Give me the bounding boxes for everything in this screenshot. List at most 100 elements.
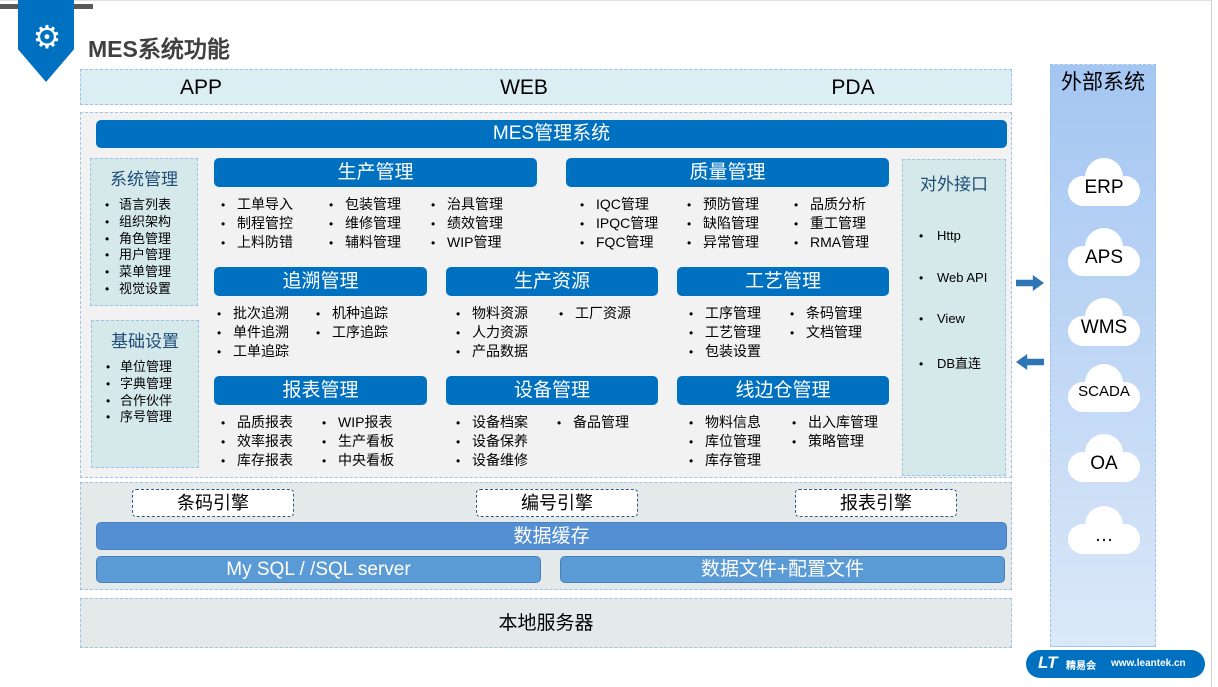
module-column: 品质分析重工管理RMA管理 — [794, 195, 869, 252]
module-item: 条码管理 — [790, 304, 862, 323]
gear-icon: ⚙ — [32, 19, 62, 55]
external-system-label: WMS — [1080, 317, 1128, 338]
module-item: 维修管理 — [329, 214, 401, 233]
external-system-cloud: ERP — [1063, 155, 1145, 215]
module-column: 品质报表效率报表库存报表 — [221, 413, 293, 470]
module-item: 包装设置 — [689, 342, 761, 361]
side-box-system: 系统管理 语言列表组织架构角色管理用户管理菜单管理视觉设置 — [90, 158, 198, 306]
module-2: 追溯管理批次追溯单件追溯工单追踪机种追踪工序追踪 — [214, 267, 427, 367]
module-item: 效率报表 — [221, 432, 293, 451]
module-column: 预防管理缺陷管理异常管理 — [687, 195, 759, 252]
module-header: 生产管理 — [214, 158, 537, 187]
module-item: 生产看板 — [322, 432, 394, 451]
module-column: 工厂资源 — [559, 304, 631, 323]
module-item: 上料防错 — [221, 233, 293, 252]
module-item: 工单导入 — [221, 195, 293, 214]
module-item: 批次追溯 — [217, 304, 289, 323]
mes-system-bar: MES管理系统 — [96, 120, 1007, 148]
module-header: 质量管理 — [566, 158, 889, 187]
module-item: 品质分析 — [794, 195, 869, 214]
external-system-label: SCADA — [1078, 383, 1130, 400]
module-item: 库位管理 — [689, 432, 761, 451]
module-item: 工序管理 — [689, 304, 761, 323]
list-item: 序号管理 — [106, 409, 198, 426]
module-column: 包装管理维修管理辅料管理 — [329, 195, 401, 252]
module-header: 报表管理 — [214, 376, 427, 405]
module-column: IQC管理IPQC管理FQC管理 — [580, 195, 658, 252]
cloud-icon — [1068, 158, 1140, 206]
side-box-list: 单位管理字典管理合作伙伴序号管理 — [92, 359, 198, 426]
external-system-cloud: APS — [1063, 225, 1145, 285]
external-system-label: APS — [1084, 247, 1124, 268]
module-item: 产品数据 — [456, 342, 528, 361]
list-item: 单位管理 — [106, 359, 198, 376]
module-4: 工艺管理工序管理工艺管理包装设置条码管理文档管理 — [677, 267, 889, 367]
local-server-bar: 本地服务器 — [80, 598, 1012, 648]
module-column: 机种追踪工序追踪 — [316, 304, 388, 342]
module-item: 绩效管理 — [431, 214, 503, 233]
module-header: 工艺管理 — [677, 267, 889, 296]
module-item: 库存管理 — [689, 451, 761, 470]
external-system-label: ERP — [1084, 177, 1124, 198]
module-item: 人力资源 — [456, 323, 528, 342]
module-column: 工单导入制程管控上料防错 — [221, 195, 293, 252]
module-item: 重工管理 — [794, 214, 869, 233]
module-item: 物料信息 — [689, 413, 761, 432]
module-column: 治具管理绩效管理WIP管理 — [431, 195, 503, 252]
cloud-icon — [1068, 434, 1140, 482]
side-box-title: 系统管理 — [110, 170, 178, 189]
module-item: 品质报表 — [221, 413, 293, 432]
list-item: View — [919, 311, 1005, 353]
side-box-list: 语言列表组织架构角色管理用户管理菜单管理视觉设置 — [91, 197, 197, 298]
data-files-bar: 数据文件+配置文件 — [560, 556, 1005, 583]
module-item: 包装管理 — [329, 195, 401, 214]
list-item: DB直连 — [919, 353, 1005, 395]
interface-list: HttpWeb APIViewDB直连 — [903, 228, 1005, 394]
module-item: 文档管理 — [790, 323, 862, 342]
module-header: 生产资源 — [446, 267, 658, 296]
cloud-icon — [1068, 364, 1140, 412]
module-item: 设备保养 — [456, 432, 528, 451]
cloud-icon — [1068, 506, 1140, 554]
external-interface-box: 对外接口 HttpWeb APIViewDB直连 — [902, 159, 1006, 476]
module-item: 制程管控 — [221, 214, 293, 233]
cloud-icon — [1068, 298, 1140, 346]
client-layer: APP WEB PDA — [80, 69, 1012, 105]
module-column: WIP报表生产看板中央看板 — [322, 413, 394, 470]
list-item: 菜单管理 — [105, 264, 197, 281]
module-item: 工单追踪 — [217, 342, 289, 361]
external-system-label: … — [1094, 525, 1114, 546]
module-item: 设备档案 — [456, 413, 528, 432]
module-item: 备品管理 — [557, 413, 629, 432]
module-header: 追溯管理 — [214, 267, 427, 296]
module-item: 缺陷管理 — [687, 214, 759, 233]
side-box-title: 基础设置 — [111, 332, 179, 351]
client-web: WEB — [500, 76, 548, 99]
module-item: RMA管理 — [794, 233, 869, 252]
module-column: 工序管理工艺管理包装设置 — [689, 304, 761, 361]
module-column: 条码管理文档管理 — [790, 304, 862, 342]
list-item: 组织架构 — [105, 214, 197, 231]
logo-name: 精易会 — [1066, 661, 1096, 672]
module-item: 物料资源 — [456, 304, 528, 323]
client-pda: PDA — [831, 76, 875, 99]
module-item: 设备维修 — [456, 451, 528, 470]
page-title: MES系统功能 — [88, 36, 230, 62]
list-item: 视觉设置 — [105, 281, 197, 298]
report-engine: 报表引擎 — [795, 489, 957, 517]
list-item: 角色管理 — [105, 231, 197, 248]
module-6: 设备管理设备档案设备保养设备维修备品管理 — [446, 376, 658, 476]
logo-mark: LT — [1038, 653, 1058, 672]
module-header: 线边仓管理 — [677, 376, 889, 405]
list-item: 字典管理 — [106, 376, 198, 393]
list-item: 用户管理 — [105, 247, 197, 264]
module-item: 辅料管理 — [329, 233, 401, 252]
list-item: 合作伙伴 — [106, 393, 198, 410]
list-item: Web API — [919, 270, 1005, 312]
external-title: 外部系统 — [1061, 71, 1145, 94]
external-system-cloud: … — [1063, 503, 1145, 563]
module-column: 物料资源人力资源产品数据 — [456, 304, 528, 361]
module-item: WIP报表 — [322, 413, 394, 432]
